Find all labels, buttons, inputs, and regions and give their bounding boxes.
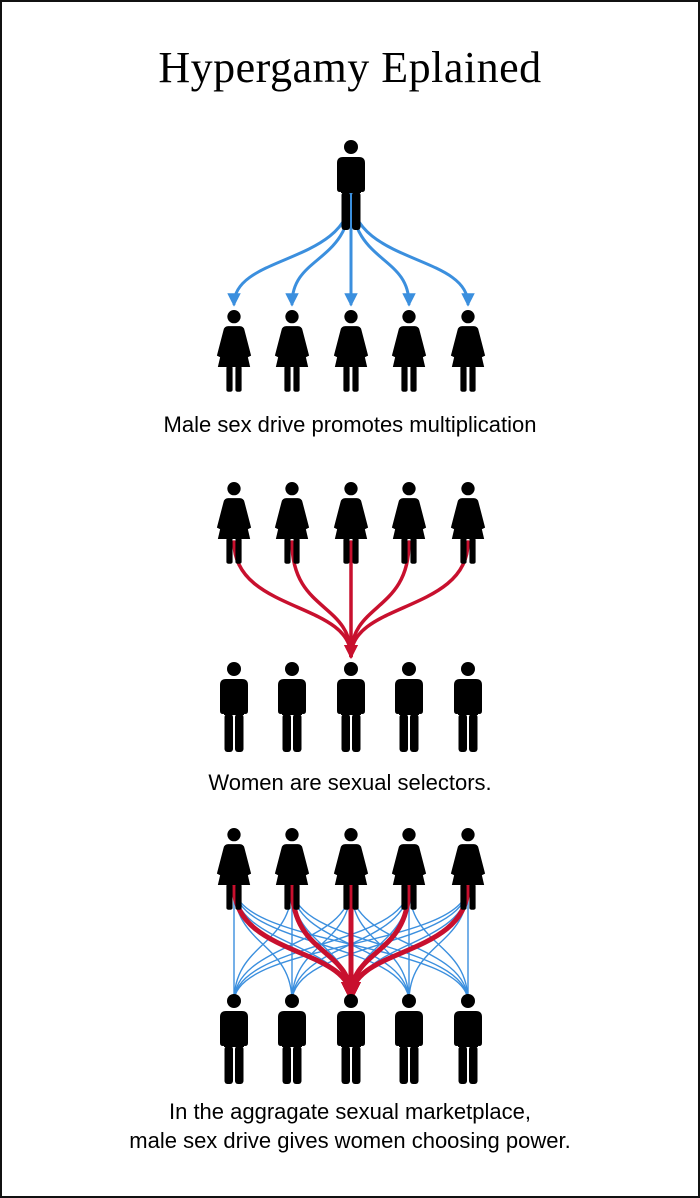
male-person-icon (337, 140, 365, 230)
male-interest-line (291, 885, 469, 1003)
female-person-icon (333, 828, 369, 910)
female-person-icon (333, 482, 369, 564)
female-person-icon (216, 482, 252, 564)
female-person-icon (333, 310, 369, 392)
caption-line: male sex drive gives women choosing powe… (129, 1128, 571, 1153)
male-person-icon (454, 994, 482, 1084)
male-choice-arrow (349, 192, 475, 307)
male-choice-arrow (227, 192, 353, 307)
female-person-icon (216, 310, 252, 392)
male-person-icon (220, 662, 248, 752)
female-person-icon (450, 482, 486, 564)
female-person-icon (274, 828, 310, 910)
caption-line: Male sex drive promotes multiplication (163, 412, 537, 437)
male-person-icon (395, 994, 423, 1084)
male-interest-line (233, 885, 410, 1003)
female-person-icon (274, 310, 310, 392)
female-person-icon (216, 828, 252, 910)
male-person-icon (454, 662, 482, 752)
female-person-icon (391, 828, 427, 910)
caption-marketplace: In the aggragate sexual marketplace, mal… (2, 1097, 698, 1155)
female-person-icon (450, 310, 486, 392)
female-selection-arrow (344, 540, 411, 659)
caption-selection: Women are sexual selectors. (2, 768, 698, 797)
female-person-icon (391, 482, 427, 564)
male-person-icon (395, 662, 423, 752)
female-selection-arrow (232, 540, 358, 659)
female-person-icon (391, 310, 427, 392)
caption-line: Women are sexual selectors. (208, 770, 492, 795)
page-title: Hypergamy Eplained (158, 43, 542, 92)
male-person-icon (278, 994, 306, 1084)
male-person-icon (220, 994, 248, 1084)
female-person-icon (274, 482, 310, 564)
male-person-icon (278, 662, 306, 752)
male-person-icon (337, 994, 365, 1084)
female-person-icon (450, 828, 486, 910)
male-person-icon (337, 662, 365, 752)
caption-multiplication: Male sex drive promotes multiplication (2, 410, 698, 439)
caption-line: In the aggragate sexual marketplace, (168, 1099, 531, 1124)
female-selection-arrow (344, 540, 470, 659)
female-selection-arrow (290, 540, 358, 659)
